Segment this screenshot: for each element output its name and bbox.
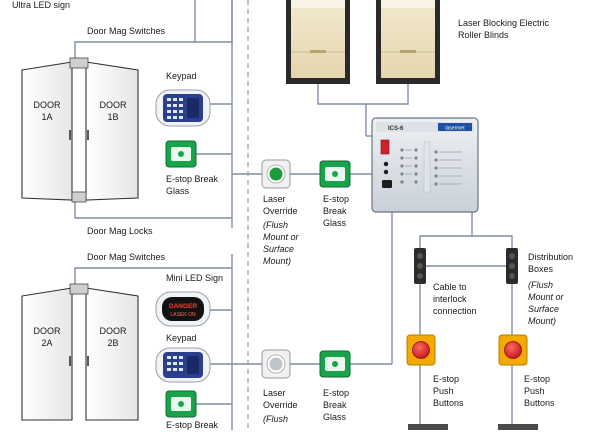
cable-label-2: interlock xyxy=(433,294,467,304)
estop-push-left-label-2: Push xyxy=(433,386,454,396)
distribution-flush-2: Mount or xyxy=(528,292,564,302)
keypad-bottom-icon xyxy=(155,347,211,383)
override-flush-mount-1: (Flush xyxy=(263,220,289,230)
override-flush-mount-4: Mount) xyxy=(263,256,292,266)
breakglass-middle-top-icon xyxy=(319,160,351,188)
estop-middle-bottom-label-1: E-stop xyxy=(323,388,350,398)
mini-sign-danger: DANGER xyxy=(169,303,197,310)
laser-blinds-label-2: Roller Blinds xyxy=(458,30,509,40)
door-2a-leaf xyxy=(21,287,73,421)
laser-blinds-label-1: Laser Blocking Electric xyxy=(458,18,550,28)
estop-break-glass-top-label-2: Glass xyxy=(166,186,190,196)
estop-break-bottom-label: E-stop Break xyxy=(166,420,219,430)
distribution-flush-1: (Flush xyxy=(528,280,554,290)
roller-blind-right-icon xyxy=(376,0,440,84)
estop-push-left-icon xyxy=(406,334,436,366)
estop-middle-bottom-label-2: Break xyxy=(323,400,347,410)
wire-ultra-led xyxy=(194,0,233,43)
keypad-top-label: Keypad xyxy=(166,71,197,81)
keypad-top-icon xyxy=(155,89,211,127)
door-2a-number: 2A xyxy=(41,338,53,348)
laser-override-bottom-label-1: Laser xyxy=(263,388,286,398)
estop-push-left-label-3: Buttons xyxy=(433,398,464,408)
door-mag-switches-bottom-label: Door Mag Switches xyxy=(87,252,166,262)
estop-middle-bottom-label-3: Glass xyxy=(323,412,347,422)
distribution-box-right-icon xyxy=(506,248,518,284)
distribution-flush-3: Surface xyxy=(528,304,560,314)
laser-override-bottom-icon xyxy=(261,349,291,379)
mag-switch-1-icon xyxy=(69,57,89,69)
distribution-label-1: Distribution xyxy=(528,252,574,262)
door-mag-switches-top-label: Door Mag Switches xyxy=(87,26,166,36)
estop-break-glass-top-label-1: E-stop Break xyxy=(166,174,219,184)
partial-device-right xyxy=(498,424,538,430)
estop-middle-top-label-1: E-stop xyxy=(323,194,350,204)
estop-push-right-label-2: Push xyxy=(524,386,545,396)
distribution-flush-4: Mount) xyxy=(528,316,557,326)
estop-push-right-label-1: E-stop xyxy=(524,374,551,384)
breakglass-middle-bottom-icon xyxy=(319,350,351,378)
cable-label-1: Cable to xyxy=(433,282,467,292)
breakglass-top-icon xyxy=(165,140,197,168)
wire-dist-loop xyxy=(419,198,473,248)
estop-middle-top-label-3: Glass xyxy=(323,218,347,228)
door-1b-leaf xyxy=(85,61,139,201)
override-flush-mount-2: Mount or xyxy=(263,232,299,242)
door-pair-2 xyxy=(21,283,139,421)
door-mag-locks-label: Door Mag Locks xyxy=(87,226,153,236)
mag-lock-1-icon xyxy=(71,191,87,203)
estop-push-right-label-3: Buttons xyxy=(524,398,555,408)
mini-led-sign-icon: DANGER LASER ON xyxy=(155,291,211,327)
distribution-label-2: Boxes xyxy=(528,264,554,274)
wire-mag-lock-top xyxy=(74,200,232,219)
wire-mag-switch-bottom xyxy=(74,267,232,290)
controller-model: ICS-6 xyxy=(388,126,404,132)
ics6-controller-icon: ICS-6 lasermet xyxy=(371,117,479,213)
door-2b-leaf xyxy=(85,287,139,421)
door-1b-number: 1B xyxy=(107,112,119,122)
door-pair-1 xyxy=(21,57,139,203)
door-1b-name: DOOR xyxy=(99,100,127,110)
laser-override-top-icon xyxy=(261,159,291,189)
distribution-box-left-icon xyxy=(414,248,426,284)
wire-mag-switch-top xyxy=(74,41,195,64)
cable-label-3: connection xyxy=(433,306,477,316)
laser-override-top-label-2: Override xyxy=(263,206,298,216)
door-1a-name: DOOR xyxy=(33,100,61,110)
estop-push-right-icon xyxy=(498,334,528,366)
laser-override-top-label-1: Laser xyxy=(263,194,286,204)
override-bottom-flush: (Flush xyxy=(263,414,289,424)
wire-blinds xyxy=(317,84,409,105)
estop-push-left-label-1: E-stop xyxy=(433,374,460,384)
door-2a-name: DOOR xyxy=(33,326,61,336)
roller-blind-left-icon xyxy=(286,0,350,84)
keypad-bottom-label: Keypad xyxy=(166,333,197,343)
laser-override-bottom-label-2: Override xyxy=(263,400,298,410)
breakglass-bottom-icon xyxy=(165,390,197,418)
override-flush-mount-3: Surface xyxy=(263,244,295,254)
ultra-led-sign-label: Ultra LED sign xyxy=(12,0,71,10)
door-1a-number: 1A xyxy=(41,112,53,122)
mag-switch-2-icon xyxy=(69,283,89,295)
wire-dist-right-up xyxy=(472,235,513,248)
mini-led-sign-label: Mini LED Sign xyxy=(166,273,224,283)
partial-device-left xyxy=(408,424,448,430)
door-2b-name: DOOR xyxy=(99,326,127,336)
controller-brand: lasermet xyxy=(445,126,465,132)
door-2b-number: 2B xyxy=(107,338,119,348)
wiring xyxy=(74,0,513,430)
door-1a-leaf xyxy=(21,61,73,201)
estop-middle-top-label-2: Break xyxy=(323,206,347,216)
mini-sign-laser-on: LASER ON xyxy=(170,312,196,318)
